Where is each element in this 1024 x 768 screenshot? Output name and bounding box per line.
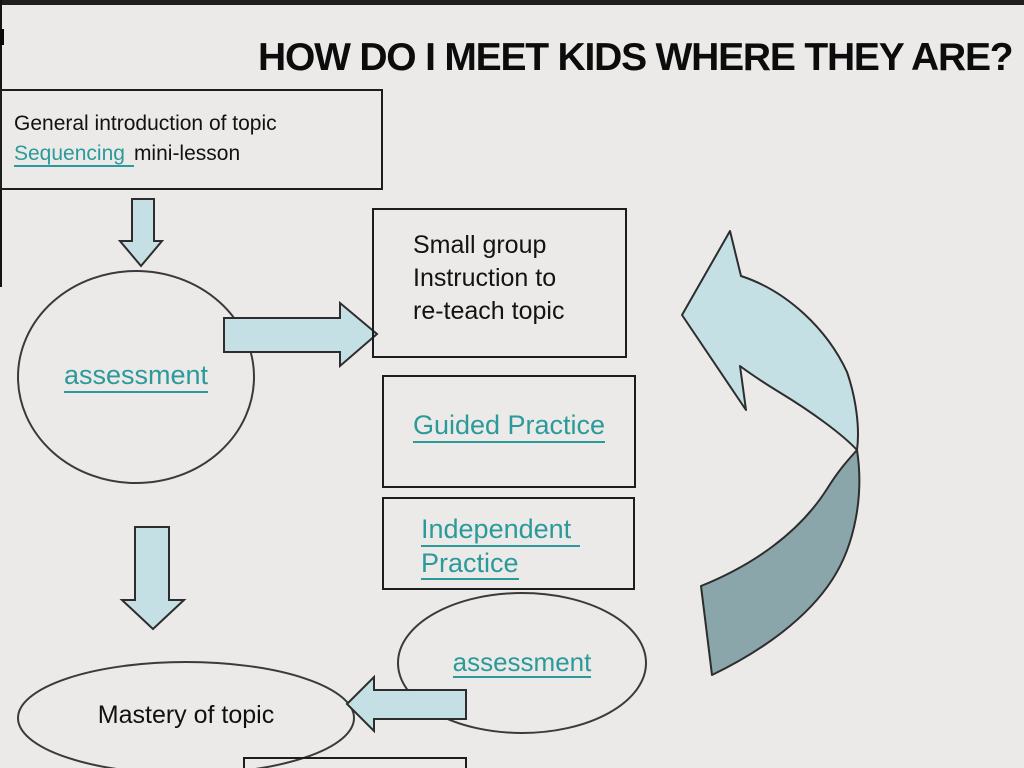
independent-practice-box: Independent Practice — [382, 497, 635, 590]
intro-line2-rest: mini-lesson — [133, 142, 241, 165]
slide-title: HOW DO I MEET KIDS WHERE THEY ARE? — [258, 36, 1014, 79]
cutoff-bottom-box — [243, 757, 467, 768]
independent-practice-link-line1[interactable]: Independent — [421, 514, 581, 547]
window-left-notch — [0, 29, 4, 45]
assessment-circle-label-wrap: assessment — [18, 272, 254, 496]
small-group-box: Small group Instruction to re-teach topi… — [372, 208, 627, 358]
sequencing-link[interactable]: Sequencing — [14, 142, 134, 168]
assessment-link[interactable]: assessment — [452, 646, 592, 679]
intro-line1: General introduction of topic — [14, 112, 277, 135]
guided-practice-link[interactable]: Guided Practice — [412, 410, 606, 443]
guided-practice-box: Guided Practice — [382, 375, 636, 488]
down-arrow-icon — [117, 198, 165, 268]
curved-return-arrow-front — [681, 230, 859, 451]
independent-line2: Practice — [421, 547, 633, 581]
assessment-link[interactable]: assessment — [63, 360, 209, 393]
small-group-line2: Instruction to — [413, 264, 557, 292]
independent-line1: Independent — [421, 513, 633, 547]
down-arrow-icon — [119, 526, 187, 631]
curved-return-arrow-back — [700, 449, 861, 676]
small-group-line1: Small group — [413, 231, 547, 259]
small-group-line3: re-teach topic — [413, 297, 565, 325]
mastery-label: Mastery of topic — [97, 700, 275, 729]
intro-topic-box: General introduction of topic Sequencing… — [0, 89, 383, 190]
assessment-ellipse-label-wrap: assessment — [398, 593, 646, 739]
independent-practice-link-line2[interactable]: Practice — [421, 548, 519, 581]
window-top-edge — [0, 0, 1024, 5]
